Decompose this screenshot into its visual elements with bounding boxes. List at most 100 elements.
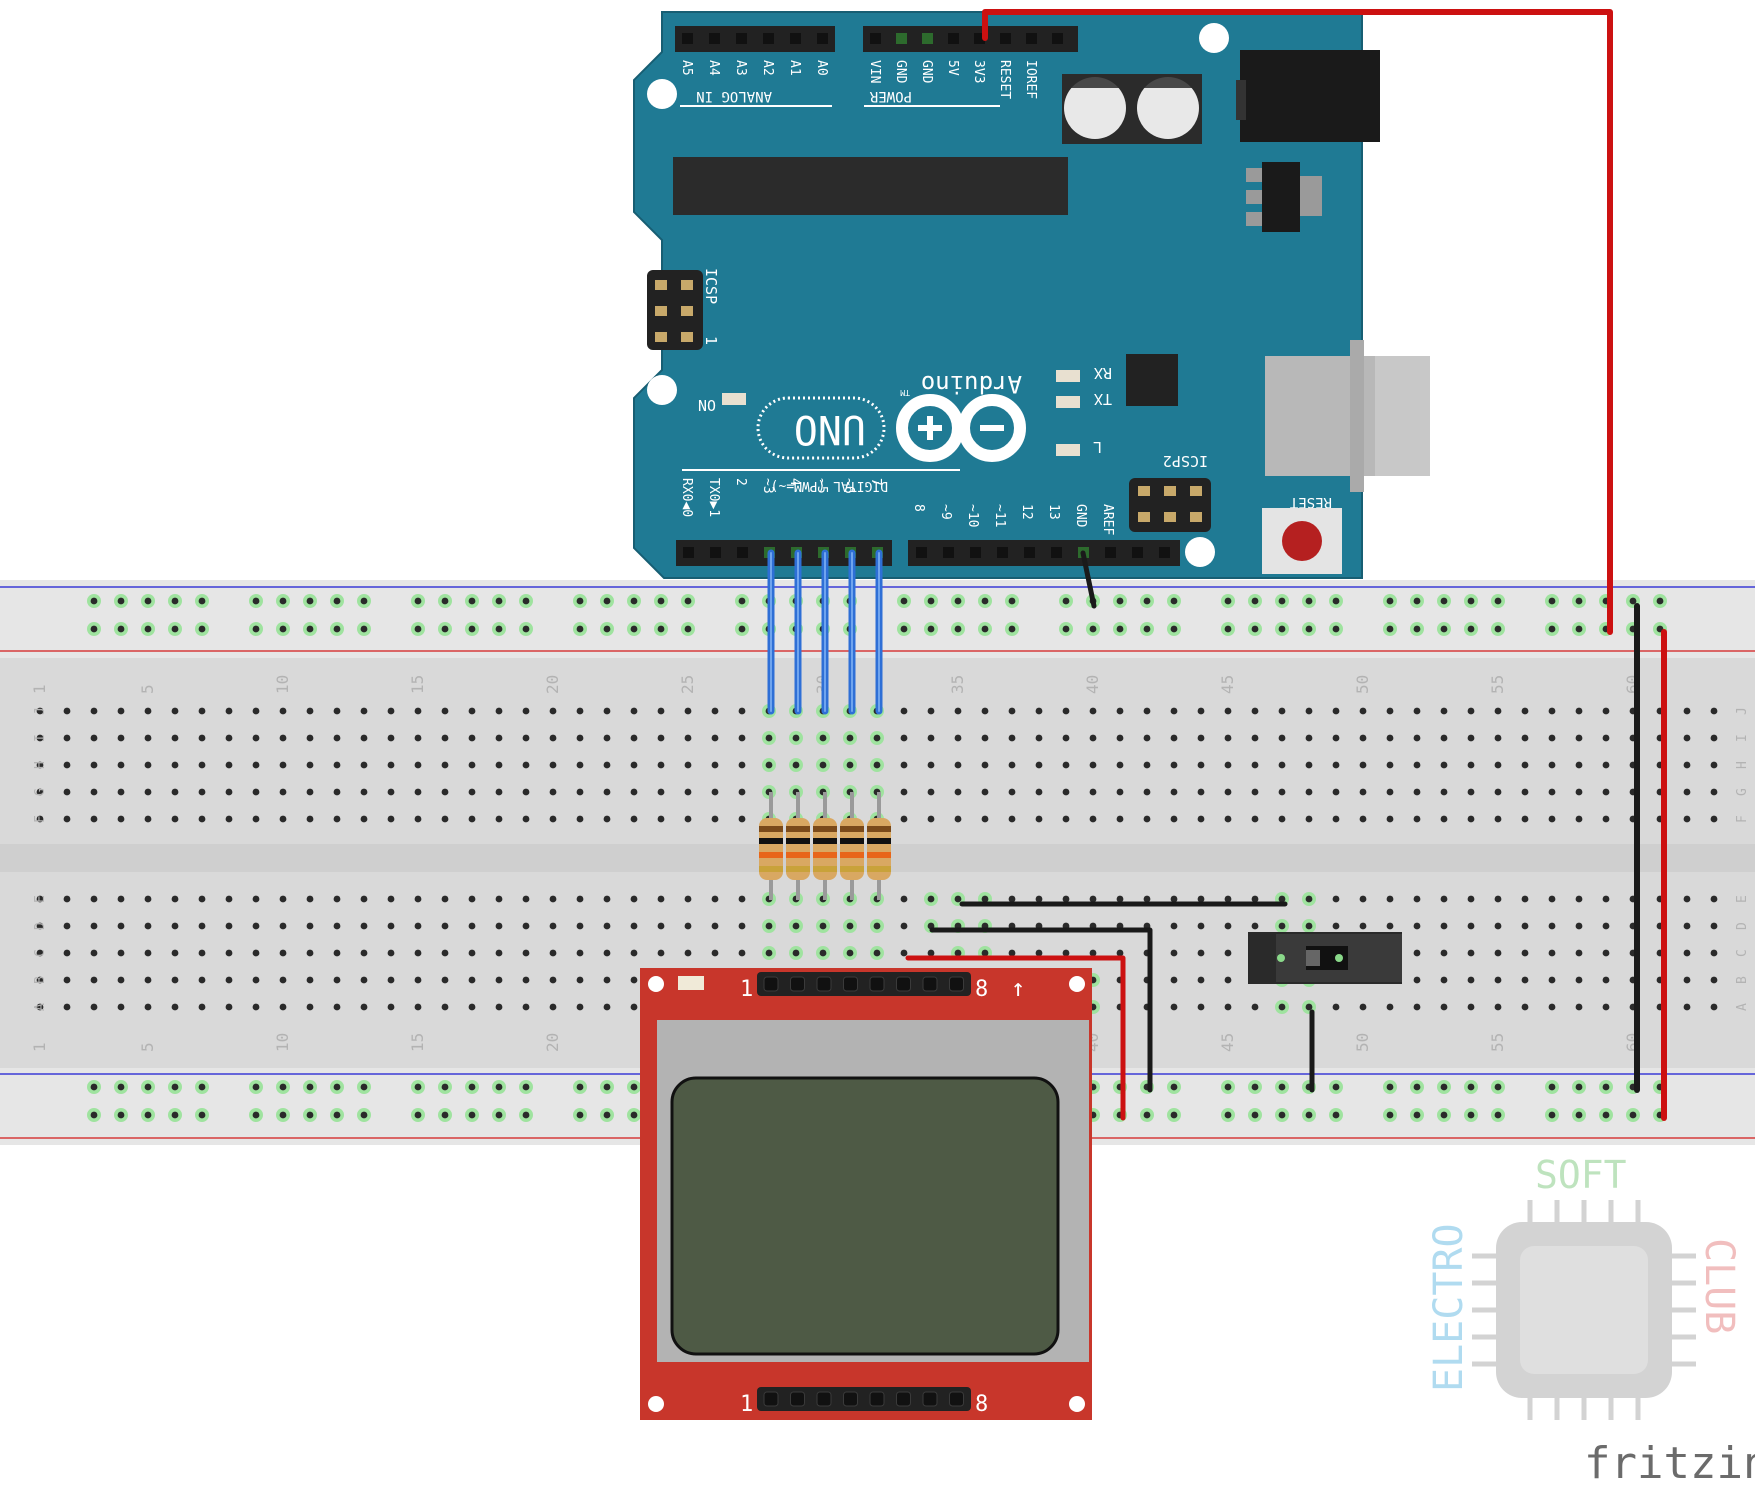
blue-signal-wires (767, 549, 883, 715)
breadboard-hole (1197, 734, 1205, 742)
breadboard-hole (36, 707, 44, 715)
breadboard-hole (1494, 788, 1502, 796)
rail-hole (1251, 1111, 1259, 1119)
breadboard-hole (711, 895, 719, 903)
rail-hole (1062, 625, 1070, 633)
breadboard-hole (1251, 788, 1259, 796)
breadboard-hole (1089, 707, 1097, 715)
breadboard-hole (1521, 895, 1529, 903)
breadboard-hole (1413, 734, 1421, 742)
rail-hole (1629, 597, 1637, 605)
breadboard-hole (171, 761, 179, 769)
switch-knob[interactable] (1306, 950, 1320, 966)
dc-barrel-jack (1236, 50, 1380, 142)
rail-hole (252, 1111, 260, 1119)
header-pin (922, 33, 933, 44)
breadboard-hole (63, 922, 71, 930)
rail-hole (360, 1083, 368, 1091)
breadboard-hole (1008, 788, 1016, 796)
breadboard-hole (1170, 761, 1178, 769)
breadboard-hole (1548, 707, 1556, 715)
rail-hole (1494, 1111, 1502, 1119)
reset-button[interactable] (1262, 508, 1342, 574)
breadboard-hole (1683, 734, 1691, 742)
breadboard-hole (900, 788, 908, 796)
breadboard-hole (981, 734, 989, 742)
rail-hole (333, 625, 341, 633)
rail-hole (306, 1111, 314, 1119)
breadboard-hole (711, 815, 719, 823)
breadboard-hole (981, 815, 989, 823)
rail-hole (1251, 625, 1259, 633)
rail-hole (360, 1111, 368, 1119)
breadboard-hole (603, 788, 611, 796)
breadboard-hole (495, 976, 503, 984)
digital-pin-label: ~6 (841, 478, 856, 494)
breadboard-hole (1251, 761, 1259, 769)
breadboard-hole (117, 707, 125, 715)
breadboard-hole (900, 949, 908, 957)
uno-text: UNO (794, 406, 866, 452)
slide-switch[interactable] (1248, 932, 1402, 984)
breadboard-hole (792, 761, 800, 769)
tx-label: TX (1094, 390, 1112, 408)
column-number: 5 (138, 684, 157, 694)
breadboard-hole (441, 949, 449, 957)
breadboard-hole (603, 761, 611, 769)
rail-hole (738, 597, 746, 605)
breadboard-hole (144, 922, 152, 930)
breadboard-hole (1008, 707, 1016, 715)
breadboard-hole (522, 788, 530, 796)
breadboard-hole (657, 949, 665, 957)
header-pin (763, 33, 774, 44)
breadboard-hole (1413, 707, 1421, 715)
breadboard-hole (846, 734, 854, 742)
breadboard-hole (1386, 815, 1394, 823)
breadboard-hole (1548, 1003, 1556, 1011)
breadboard-hole (1521, 761, 1529, 769)
breadboard-hole (171, 949, 179, 957)
breadboard-hole (1116, 734, 1124, 742)
header-pin (736, 33, 747, 44)
rx-label: RX (1094, 364, 1112, 382)
rail-hole (1332, 597, 1340, 605)
logo-soft-text: SOFT (1535, 1153, 1627, 1197)
breadboard-hole (63, 734, 71, 742)
row-letter: H (33, 761, 48, 769)
rail-hole (630, 625, 638, 633)
breadboard-hole (1035, 949, 1043, 957)
breadboard-hole (1575, 761, 1583, 769)
breadboard-hole (1521, 976, 1529, 984)
breadboard-hole (1197, 976, 1205, 984)
breadboard-hole (495, 734, 503, 742)
rail-hole (441, 1083, 449, 1091)
rail-hole (252, 597, 260, 605)
breadboard-hole (414, 707, 422, 715)
breadboard-hole (144, 949, 152, 957)
breadboard-hole (1062, 707, 1070, 715)
icsp2-header (1129, 478, 1211, 532)
breadboard-hole (1359, 815, 1367, 823)
breadboard-hole (225, 761, 233, 769)
breadboard-hole (1197, 895, 1205, 903)
breadboard-hole (981, 895, 989, 903)
breadboard-hole (333, 734, 341, 742)
power-header (863, 26, 1078, 52)
column-number: 1 (30, 684, 49, 694)
breadboard-hole (1008, 815, 1016, 823)
breadboard-hole (684, 761, 692, 769)
header-pin (1024, 547, 1035, 558)
usb-b-connector (1265, 340, 1430, 492)
breadboard-hole (279, 976, 287, 984)
breadboard-hole (387, 815, 395, 823)
breadboard-hole (738, 788, 746, 796)
rail-hole (1548, 1111, 1556, 1119)
breadboard-hole (198, 815, 206, 823)
breadboard-hole (279, 1003, 287, 1011)
rail-hole (1170, 1083, 1178, 1091)
rail-hole (144, 625, 152, 633)
breadboard-hole (549, 761, 557, 769)
rail-hole (1467, 597, 1475, 605)
